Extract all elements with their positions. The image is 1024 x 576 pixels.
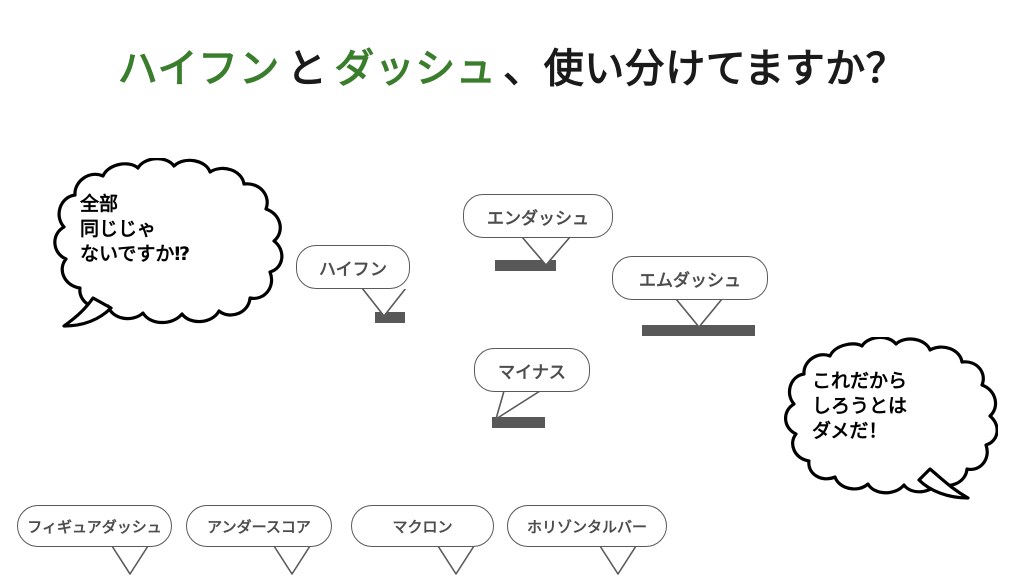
label-horizontal-bar[interactable]: ホリゾンタルバー — [507, 505, 667, 547]
label-horizontal-bar-text: ホリゾンタルバー — [526, 518, 647, 536]
dash-bar-hyphen — [375, 312, 405, 323]
label-em-dash-text: エムダッシュ — [639, 270, 741, 290]
label-macron[interactable]: マクロン — [351, 505, 494, 547]
label-figure-dash-text: フィギュアダッシュ — [27, 518, 162, 536]
label-minus[interactable]: マイナス — [474, 348, 590, 392]
label-macron-text: マクロン — [392, 518, 453, 536]
cloud-shape-left — [53, 158, 284, 328]
thought-bubble-left-text: 全部同じじゃないですか⁉ — [80, 192, 190, 267]
label-em-dash[interactable]: エムダッシュ — [612, 256, 768, 300]
cloud-right-line-3: ダメだ！ — [812, 421, 888, 443]
thought-bubble-right: これだからしろうとはダメだ！ — [770, 337, 998, 509]
cloud-left-line-2: 同じじゃ — [80, 219, 157, 241]
label-underscore-text: アンダースコア — [207, 518, 311, 536]
cloud-left-line-1: 全部 — [80, 194, 119, 215]
cloud-shape-right — [784, 337, 998, 500]
cloud-left-line-3: ないですか⁉ — [80, 244, 191, 266]
cloud-right-line-2: しろうとは — [812, 396, 908, 418]
label-underscore-tail — [273, 544, 312, 575]
label-figure-dash[interactable]: フィギュアダッシュ — [17, 505, 172, 547]
title-segment-dash: ダッシュ — [334, 47, 497, 91]
title-segment-question: 、使い分けてますか？ — [503, 47, 907, 91]
dash-bar-minus — [492, 417, 545, 428]
title-segment-to: と — [286, 47, 328, 91]
label-en-dash-text: エンダッシュ — [487, 208, 589, 228]
thought-bubble-right-text: これだからしろうとはダメだ！ — [812, 369, 907, 444]
cloud-right-line-1: これだから — [812, 371, 908, 392]
label-horizontal-bar-tail — [599, 544, 638, 575]
label-hyphen-text: ハイフン — [319, 259, 387, 279]
thought-bubble-left: 全部同じじゃないですか⁉ — [38, 158, 288, 333]
label-figure-dash-tail — [111, 544, 150, 575]
dash-bar-en-dash — [495, 260, 556, 271]
label-underscore[interactable]: アンダースコア — [186, 505, 332, 547]
title-segment-hyphen: ハイフン — [117, 47, 280, 91]
label-macron-tail — [437, 544, 476, 575]
label-minus-text: マイナス — [498, 362, 566, 382]
label-hyphen[interactable]: ハイフン — [296, 245, 410, 289]
page-title: ハイフンとダッシュ、使い分けてますか？ — [0, 46, 1024, 92]
dash-bar-em-dash — [642, 325, 755, 336]
label-en-dash[interactable]: エンダッシュ — [463, 194, 613, 238]
